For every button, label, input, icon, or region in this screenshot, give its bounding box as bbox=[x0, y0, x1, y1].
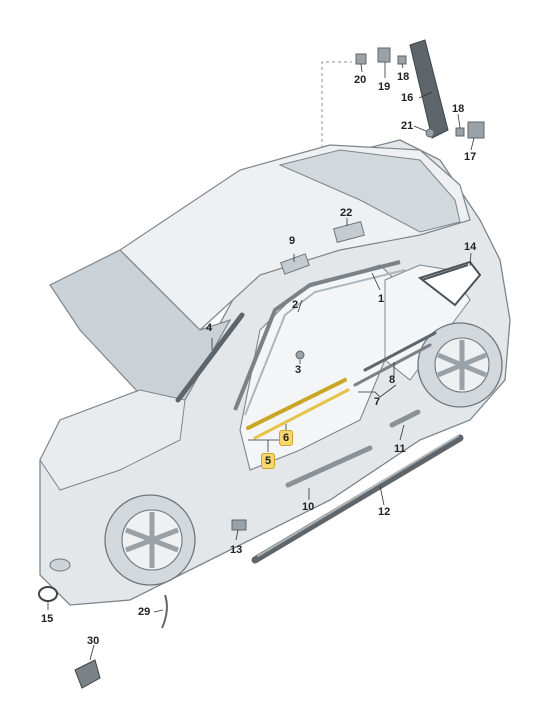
part-label-13: 13 bbox=[230, 544, 243, 556]
part-label-17: 17 bbox=[464, 151, 477, 163]
part-label-1: 1 bbox=[378, 293, 385, 305]
strip-11-rear-door-moulding bbox=[389, 409, 421, 428]
b-pillar-trim-16 bbox=[409, 39, 449, 139]
clip-20 bbox=[355, 53, 367, 65]
part-label-18b: 18 bbox=[452, 103, 465, 115]
part-label-4: 4 bbox=[206, 322, 213, 334]
strip-6-window-seal bbox=[253, 388, 350, 440]
part-label-3: 3 bbox=[295, 364, 302, 376]
part-label-5: 5 bbox=[261, 453, 276, 469]
part-label-9: 9 bbox=[289, 235, 296, 247]
strip-5-window-seal bbox=[246, 378, 347, 430]
part-label-29: 29 bbox=[138, 606, 151, 618]
strip-7-rear-window-seal bbox=[353, 343, 432, 387]
part-label-19: 19 bbox=[378, 81, 391, 93]
tape-roll-30 bbox=[74, 659, 101, 689]
rear-window bbox=[278, 149, 461, 233]
part-label-8: 8 bbox=[389, 374, 396, 386]
part-label-21: 21 bbox=[401, 120, 414, 132]
clip-19 bbox=[377, 47, 391, 63]
strip-12-sill-trim bbox=[251, 434, 464, 564]
reference-dashed-line bbox=[321, 61, 352, 310]
leader-lines bbox=[47, 62, 475, 661]
strip-14-quarter-seal bbox=[421, 264, 469, 281]
bracket-17 bbox=[467, 121, 485, 139]
rear-quarter-window bbox=[417, 260, 482, 307]
part-label-16: 16 bbox=[401, 92, 414, 104]
strip-12-sill-trim-highlight bbox=[257, 435, 459, 557]
front-wheel-spokes bbox=[125, 512, 179, 568]
strip-10-door-moulding bbox=[285, 445, 373, 488]
part-label-12: 12 bbox=[378, 506, 391, 518]
part-label-20: 20 bbox=[354, 74, 367, 86]
screw-18b bbox=[455, 127, 465, 137]
hood bbox=[39, 389, 186, 491]
cable-29 bbox=[161, 594, 168, 629]
part-label-22: 22 bbox=[340, 207, 353, 219]
strip-2-door-frame bbox=[244, 269, 406, 416]
fog-lamp bbox=[49, 558, 71, 572]
part-label-30: 30 bbox=[87, 635, 100, 647]
part-label-18a: 18 bbox=[397, 71, 410, 83]
rear-wheel-spokes bbox=[437, 340, 487, 390]
clip-13 bbox=[231, 519, 247, 531]
strip-4-a-pillar bbox=[175, 312, 245, 403]
part-label-15: 15 bbox=[41, 613, 54, 625]
part-label-11: 11 bbox=[394, 443, 406, 455]
part-label-2: 2 bbox=[292, 299, 299, 311]
part-label-14: 14 bbox=[464, 241, 477, 253]
cap-15 bbox=[38, 586, 58, 602]
strip-8-rear-window-seal bbox=[363, 331, 437, 372]
screw-21 bbox=[425, 128, 435, 138]
part-label-10: 10 bbox=[302, 501, 315, 513]
screw-3 bbox=[295, 350, 305, 360]
part-label-7: 7 bbox=[374, 396, 381, 408]
strip-1-roof-frame bbox=[233, 260, 401, 411]
clip-9 bbox=[280, 253, 310, 275]
part-label-6: 6 bbox=[279, 430, 294, 446]
screw-18a bbox=[397, 55, 407, 65]
